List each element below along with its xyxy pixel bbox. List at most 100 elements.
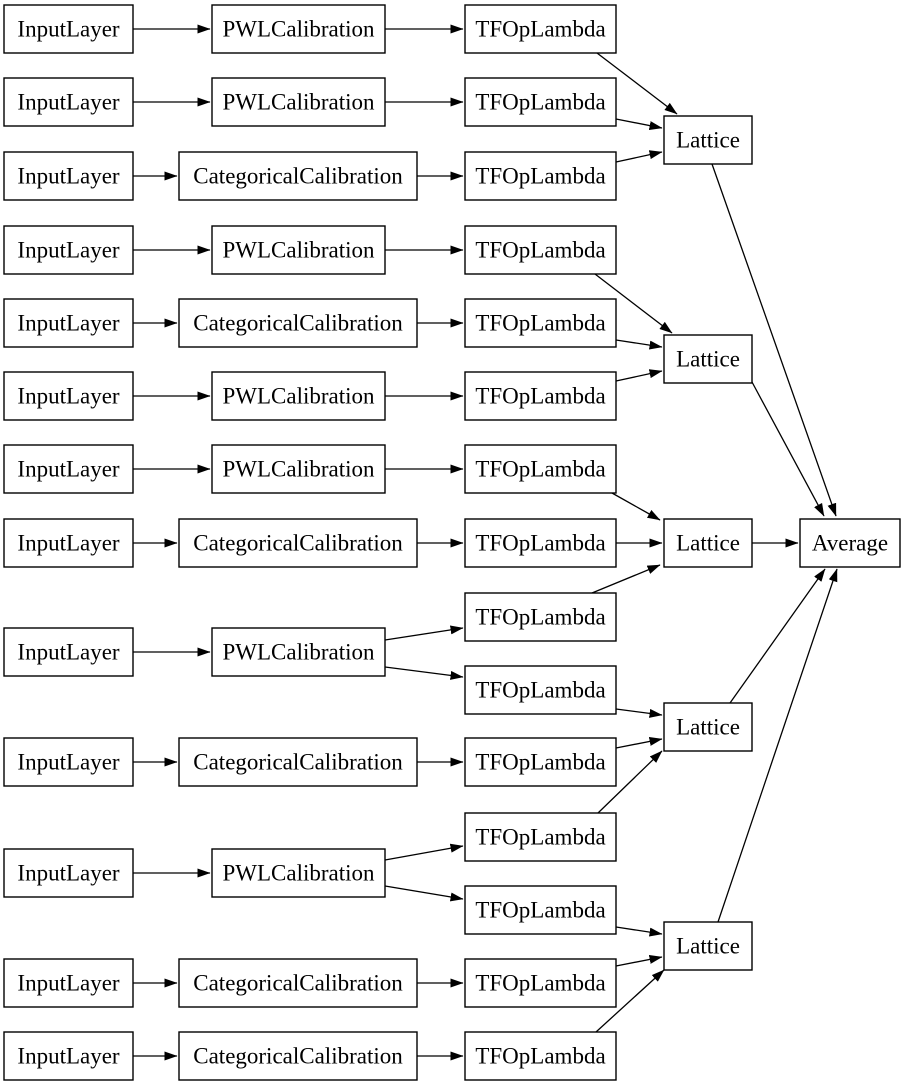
edge-l4-avg xyxy=(729,568,826,704)
node-box xyxy=(3,77,134,127)
node-pwlcalibration-c6: PWLCalibration xyxy=(211,371,386,421)
node-label: TFOpLambda xyxy=(475,898,605,923)
node-box xyxy=(663,702,753,752)
node-label: CategoricalCalibration xyxy=(193,971,403,996)
node-box xyxy=(178,1031,418,1081)
node-box xyxy=(464,665,617,715)
edge-t9-l3 xyxy=(591,564,661,594)
node-label: CategoricalCalibration xyxy=(193,1044,403,1069)
edge-c11-t13 xyxy=(384,885,464,902)
edge-c9-t9 xyxy=(384,625,464,641)
node-tfoplambda-t3: TFOpLambda xyxy=(464,151,617,201)
node-pwlcalibration-c7: PWLCalibration xyxy=(211,444,386,494)
edge-t15-l5 xyxy=(595,969,665,1033)
node-box xyxy=(211,627,386,677)
node-box xyxy=(464,77,617,127)
node-box xyxy=(464,298,617,348)
node-box xyxy=(211,444,386,494)
edge-t12-l4 xyxy=(597,750,663,814)
node-label: InputLayer xyxy=(17,17,120,42)
node-box xyxy=(464,737,617,787)
node-label: InputLayer xyxy=(17,750,120,775)
node-tfoplambda-t1: TFOpLambda xyxy=(464,4,617,54)
edges-layer xyxy=(133,24,838,1061)
edge-t1-l1 xyxy=(596,52,678,115)
node-inputlayer-i3: InputLayer xyxy=(3,151,134,201)
node-label: TFOpLambda xyxy=(475,971,605,996)
node-box xyxy=(464,592,617,642)
node-label: InputLayer xyxy=(17,457,120,482)
node-pwlcalibration-c9: PWLCalibration xyxy=(211,627,386,677)
node-label: TFOpLambda xyxy=(475,605,605,630)
node-categoricalcalibration-c5: CategoricalCalibration xyxy=(178,298,418,348)
node-tfoplambda-t15: TFOpLambda xyxy=(464,1031,617,1081)
node-pwlcalibration-c1: PWLCalibration xyxy=(211,4,386,54)
node-label: TFOpLambda xyxy=(475,1044,605,1069)
node-box xyxy=(663,518,753,568)
node-categoricalcalibration-c10: CategoricalCalibration xyxy=(178,737,418,787)
node-lattice-l2: Lattice xyxy=(663,334,753,384)
node-box xyxy=(464,518,617,568)
node-lattice-l5: Lattice xyxy=(663,921,753,971)
node-box xyxy=(3,371,134,421)
node-lattice-l3: Lattice xyxy=(663,518,753,568)
node-label: Lattice xyxy=(676,128,740,153)
node-label: PWLCalibration xyxy=(222,861,375,886)
edge-t11-l4 xyxy=(615,736,663,749)
node-categoricalcalibration-c8: CategoricalCalibration xyxy=(178,518,418,568)
node-label: CategoricalCalibration xyxy=(193,164,403,189)
node-box xyxy=(663,334,753,384)
node-tfoplambda-t4: TFOpLambda xyxy=(464,225,617,275)
node-lattice-l1: Lattice xyxy=(663,115,753,165)
node-box xyxy=(464,1031,617,1081)
node-box xyxy=(178,151,418,201)
node-box xyxy=(178,958,418,1008)
edge-t7-l3 xyxy=(611,492,661,521)
node-box xyxy=(464,225,617,275)
node-label: TFOpLambda xyxy=(475,531,605,556)
node-tfoplambda-t8: TFOpLambda xyxy=(464,518,617,568)
edge-c9-t10 xyxy=(384,666,464,680)
edge-l2-avg xyxy=(751,381,825,517)
node-label: Lattice xyxy=(676,347,740,372)
nodes-layer: InputLayerInputLayerInputLayerInputLayer… xyxy=(3,4,901,1081)
node-label: CategoricalCalibration xyxy=(193,311,403,336)
node-label: PWLCalibration xyxy=(222,17,375,42)
node-box xyxy=(3,225,134,275)
node-tfoplambda-t7: TFOpLambda xyxy=(464,444,617,494)
node-pwlcalibration-c11: PWLCalibration xyxy=(211,848,386,898)
node-box xyxy=(211,848,386,898)
node-box xyxy=(3,298,134,348)
node-box xyxy=(799,518,901,568)
node-box xyxy=(663,115,753,165)
node-label: InputLayer xyxy=(17,311,120,336)
node-label: InputLayer xyxy=(17,861,120,886)
node-box xyxy=(464,885,617,935)
node-label: TFOpLambda xyxy=(475,17,605,42)
node-label: TFOpLambda xyxy=(475,750,605,775)
node-label: InputLayer xyxy=(17,1044,120,1069)
node-inputlayer-i10: InputLayer xyxy=(3,737,134,787)
node-tfoplambda-t6: TFOpLambda xyxy=(464,371,617,421)
node-label: InputLayer xyxy=(17,531,120,556)
edge-t6-l2 xyxy=(615,369,663,382)
node-label: InputLayer xyxy=(17,90,120,115)
edge-t10-l4 xyxy=(615,708,663,718)
node-box xyxy=(3,848,134,898)
edge-t5-l2 xyxy=(615,339,663,350)
node-label: TFOpLambda xyxy=(475,238,605,263)
node-label: InputLayer xyxy=(17,640,120,665)
node-tfoplambda-t9: TFOpLambda xyxy=(464,592,617,642)
node-label: Average xyxy=(812,531,888,556)
node-label: TFOpLambda xyxy=(475,90,605,115)
node-tfoplambda-t2: TFOpLambda xyxy=(464,77,617,127)
node-inputlayer-i12: InputLayer xyxy=(3,958,134,1008)
node-tfoplambda-t5: TFOpLambda xyxy=(464,298,617,348)
node-box xyxy=(464,444,617,494)
node-box xyxy=(211,225,386,275)
node-inputlayer-i5: InputLayer xyxy=(3,298,134,348)
node-box xyxy=(3,151,134,201)
edge-c11-t12 xyxy=(384,843,464,861)
node-label: TFOpLambda xyxy=(475,164,605,189)
